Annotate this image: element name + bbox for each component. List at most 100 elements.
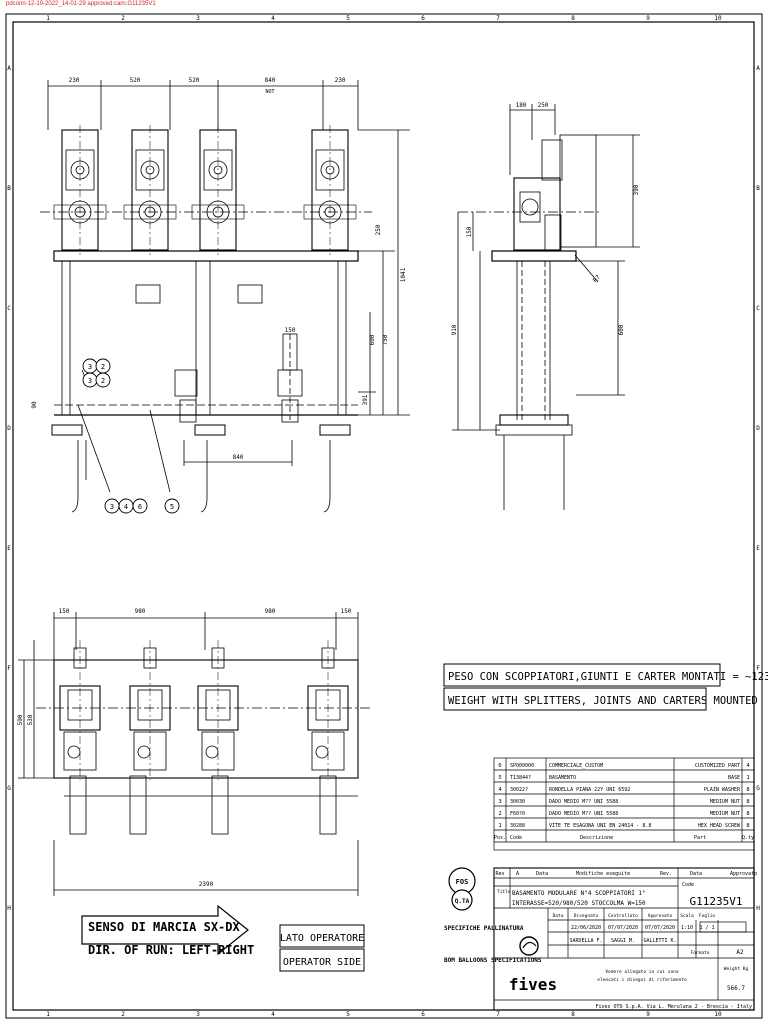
gearbox-front [53, 125, 107, 255]
bom-description: COMMERCIALE_CUSTOM [549, 763, 603, 769]
bom-description: BASAMENTO [549, 775, 576, 781]
bom-note: MEDIUM NUT [710, 799, 740, 805]
frame-column-number: 5 [346, 15, 350, 22]
top-left-dimension: 530 [27, 714, 34, 725]
drawing-code: G11235V1 [690, 895, 743, 908]
frame-row-letter: H [7, 905, 11, 912]
frame-row-letter: E [756, 545, 760, 552]
drawing-title-english: INTERASSE=520/980/520 STOCCOLMA W=150 [512, 900, 646, 907]
frame-row-letter: B [756, 185, 760, 192]
drawing-title-italian: BASAMENTO MODULARE N°4 SCOPPIATORI 1° [512, 890, 646, 897]
rev-label: Modifiche eseguite [576, 871, 630, 877]
top-top-dimension: 150 [59, 608, 70, 615]
title-note: elencati i disegni di riferimento [597, 977, 687, 983]
item-balloon: 2 [95, 358, 111, 374]
front-top-dimension: 230 [69, 77, 80, 84]
balloon-number: 6 [138, 503, 142, 511]
rev-label: Data [536, 871, 548, 877]
bom-header-position: Pos. [494, 835, 506, 841]
frame-column-number: 7 [496, 1011, 500, 1018]
rev-label: Rev [495, 871, 504, 877]
front-left-dimension: 90 [31, 401, 38, 409]
front-dimension-note: NOT [265, 89, 274, 95]
gearbox-top [307, 640, 349, 780]
direction-english: DIR. OF RUN: LEFT-RIGHT [88, 943, 254, 957]
frame-column-number: 3 [196, 1011, 200, 1018]
gearbox-front [303, 125, 357, 255]
bom-description: VITE TE ESAGONA UNI EN 24014 - 8.8 [549, 823, 651, 829]
frame-column-number: 7 [496, 15, 500, 22]
front-top-dimension: 230 [335, 77, 346, 84]
weight-note-english: WEIGHT WITH SPLITTERS, JOINTS AND CARTER… [448, 695, 758, 707]
frame-column-number: 8 [571, 15, 575, 22]
top-top-dimension: 980 [265, 608, 276, 615]
format-value: A2 [736, 949, 744, 956]
bom-quantity: 8 [746, 799, 749, 805]
front-top-dimension: 520 [189, 77, 200, 84]
gearbox-front [191, 125, 245, 255]
weight-note-italian: PESO CON SCOPPIATORI,GIUNTI E CARTER MON… [448, 671, 768, 683]
bom-note: CUSTOMIZED PART [695, 763, 740, 769]
balloon-number: 4 [124, 503, 128, 511]
title-block-grid [493, 867, 755, 1011]
bom-header-code: Code [510, 835, 522, 841]
rev-right-label: Data [690, 871, 702, 877]
item-balloon: 3 [82, 358, 98, 374]
balloon-number: 5 [170, 503, 174, 511]
company-footer: Fives OTO S.p.A. Via L. Merulana 2 - Bre… [595, 1004, 752, 1010]
weight-note-frame [443, 663, 721, 711]
side-left-dimension: 150 [466, 226, 473, 237]
front-box-dimension: 150 [285, 327, 296, 334]
title-row-value: 07/07/2020 [608, 925, 638, 931]
bom-note: MEDIUM NUT [710, 811, 740, 817]
bom-position: 5 [498, 775, 501, 781]
title-row-value: 1 / 1 [699, 925, 714, 931]
frame-column-number: 2 [121, 1011, 125, 1018]
frame-column-number: 10 [714, 15, 722, 22]
title-note: Vedere allegato in cui sono [605, 969, 678, 975]
bom-position: 4 [498, 787, 502, 793]
balloon-number: 2 [101, 377, 105, 385]
bom-code: 30022? [510, 787, 528, 793]
bom-header-quantity: Q.ty [742, 835, 754, 841]
frame-column-number: 2 [121, 15, 125, 22]
frame-column-number: 8 [571, 1011, 575, 1018]
frame-row-letter: D [7, 425, 11, 432]
item-balloon: 3 [82, 372, 98, 388]
title-label: Title [497, 889, 511, 895]
title-person-name: GALLETTI K. [643, 938, 676, 944]
fives-logo-text: fives [509, 975, 557, 994]
title-row-value: 1:10 [681, 925, 693, 931]
qta-logo-text: Q.TA [455, 898, 470, 905]
title-person-name: SAGGI M. [611, 938, 635, 944]
front-right-dimension: 391 [362, 394, 369, 405]
frame-row-letter: A [7, 65, 11, 72]
weight-label: Weight Kg [724, 966, 749, 972]
qta-logo: Q.TA [451, 889, 473, 911]
bom-description: RONDELLA PIANA 22Y UNI 6592 [549, 787, 630, 793]
side-view [452, 104, 640, 510]
operator-side-frame [279, 924, 365, 972]
frame-row-letter: F [7, 665, 11, 672]
approval-stamp: pdconn-12-10-2022_14-01-29 approved:carn… [6, 1, 156, 7]
frame-column-number: 9 [646, 1011, 650, 1018]
frame-column-number: 3 [196, 15, 200, 22]
bom-quantity: 8 [746, 787, 749, 793]
fives-logo: fives [509, 936, 557, 994]
balloon-number: 3 [110, 503, 114, 511]
frame-row-letter: C [756, 305, 760, 312]
code-label: Code [682, 882, 694, 888]
format-label: Formato [691, 950, 710, 956]
gearbox-top [129, 640, 171, 780]
bom-code: F60?0 [510, 811, 525, 817]
bom-header-description: Descrizione [580, 835, 613, 841]
bom-table-grid [493, 757, 755, 851]
bom-quantity: 8 [746, 811, 749, 817]
side-angle-dimension: R? [592, 274, 602, 284]
frame-row-letter: C [7, 305, 11, 312]
rev-right-label: Approvato [730, 871, 757, 877]
frame-column-number: 1 [46, 15, 50, 22]
balloon-number: 3 [88, 363, 92, 371]
front-right-dimension: 1041 [400, 267, 407, 282]
